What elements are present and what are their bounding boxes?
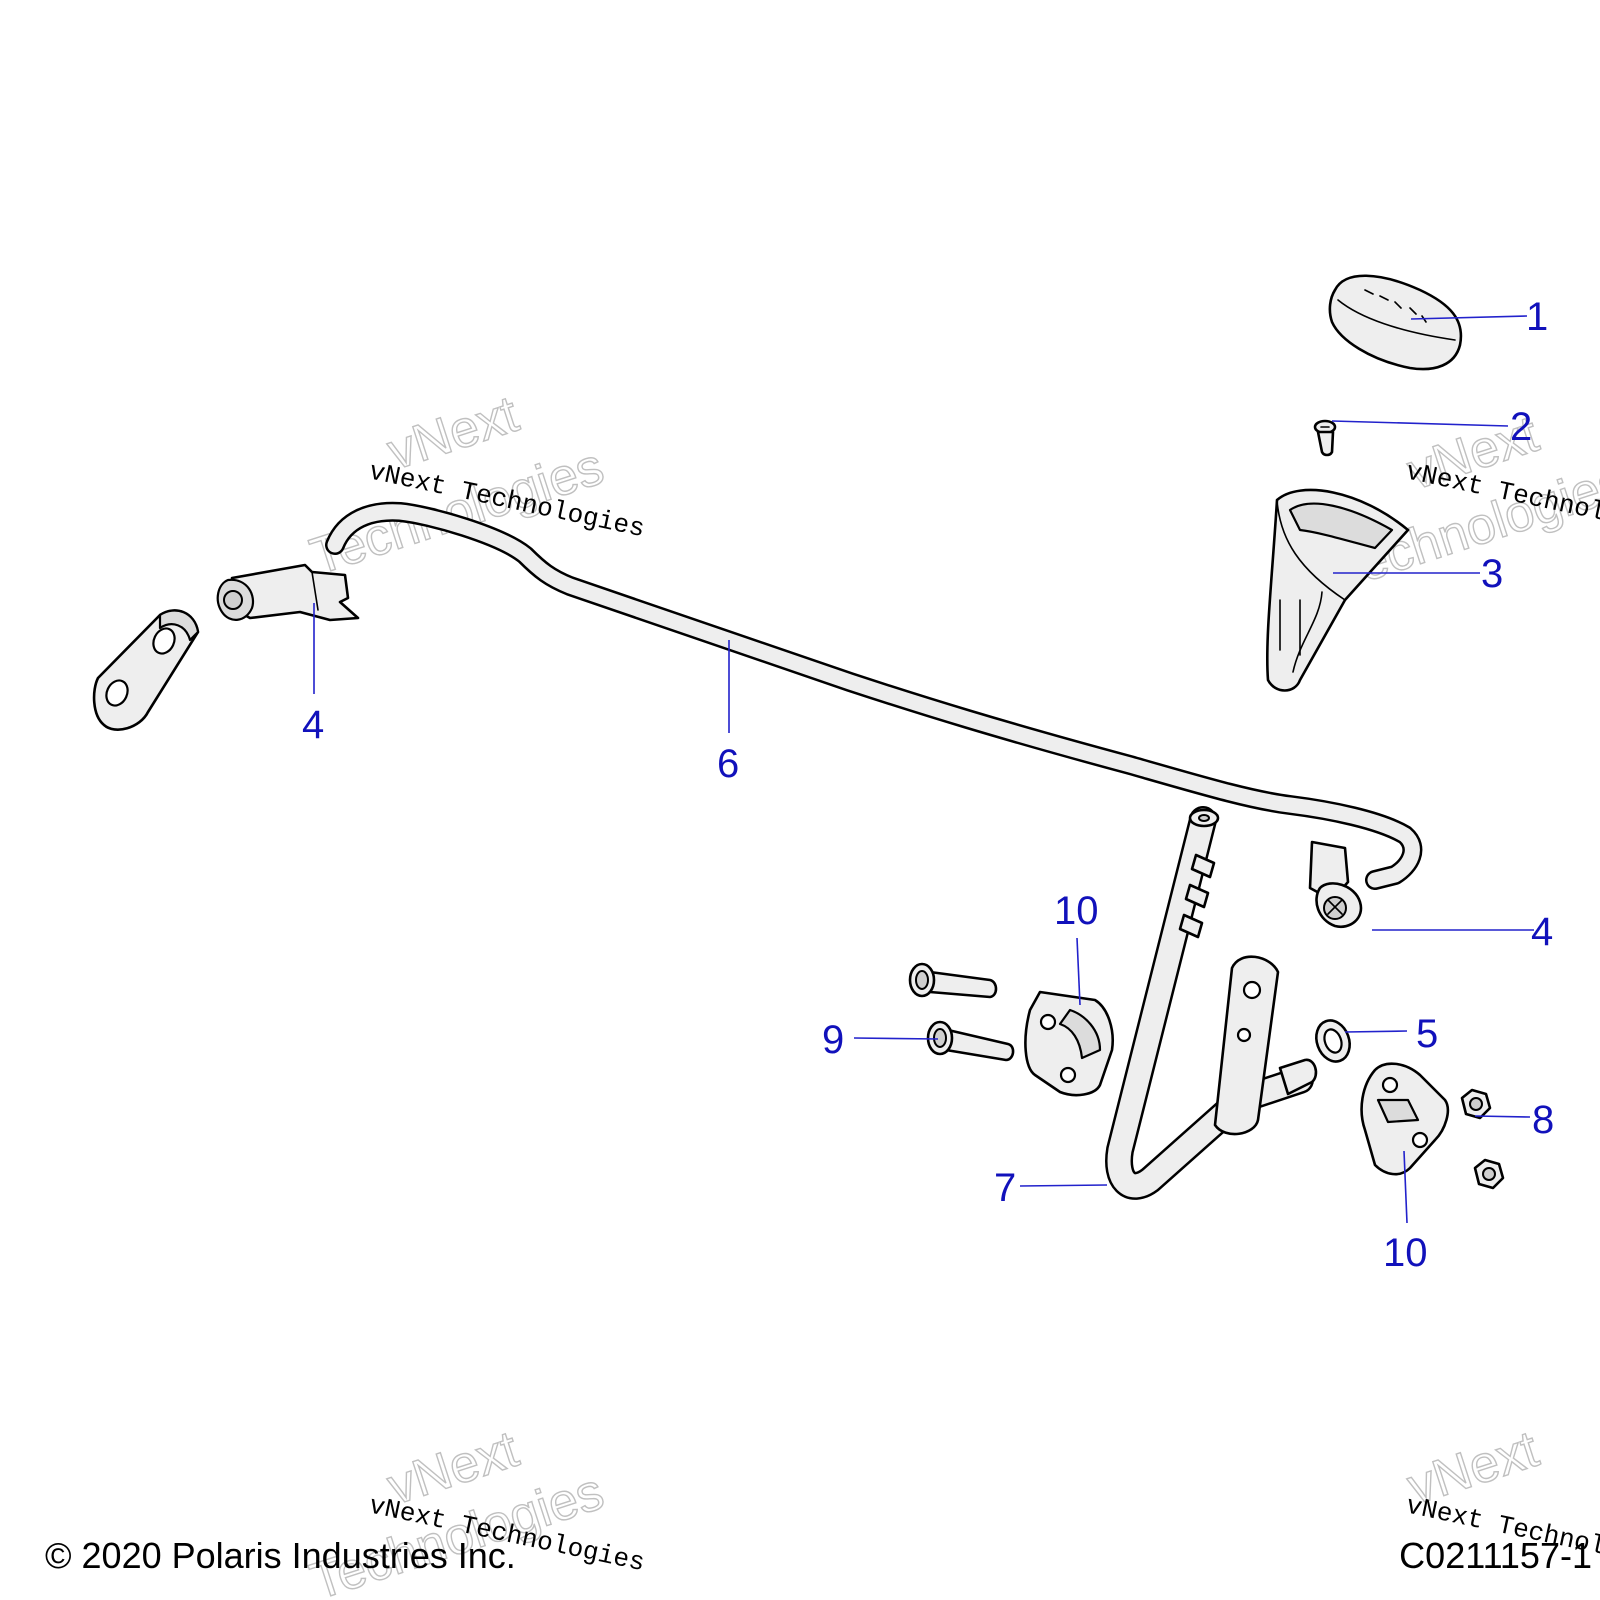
callout-6: 6 <box>717 742 739 786</box>
leader-2 <box>1331 420 1509 427</box>
leader-1 <box>1410 315 1528 320</box>
leader-5 <box>1344 1030 1408 1033</box>
bolt-upper <box>908 962 998 999</box>
part-shift-knob-cap <box>1328 274 1463 371</box>
part-shift-lever <box>1105 806 1318 1200</box>
callout-9: 9 <box>822 1018 844 1062</box>
callout-2: 2 <box>1510 405 1532 449</box>
callout-7: 7 <box>994 1166 1016 1210</box>
part-washer <box>1315 1019 1351 1063</box>
part-nuts <box>1460 1088 1505 1190</box>
part-shift-boot <box>1265 488 1410 692</box>
leader-lines <box>313 315 1534 1224</box>
nut-upper <box>1460 1088 1492 1120</box>
leader-10b <box>1403 1150 1408 1224</box>
copyright-notice: © 2020 Polaris Industries Inc. <box>45 1535 516 1576</box>
part-screw <box>1313 419 1337 457</box>
callout-5: 5 <box>1416 1012 1438 1056</box>
bolt-lower <box>926 1020 1015 1062</box>
part-bushing-block-lower <box>1360 1062 1450 1176</box>
part-spacer-plate <box>92 609 200 731</box>
part-bushing-block-upper <box>1024 990 1114 1097</box>
part-clevis-left <box>216 563 360 622</box>
callout-8: 8 <box>1532 1098 1554 1142</box>
part-bolts <box>908 962 1015 1062</box>
part-shift-rod <box>325 501 1423 890</box>
leader-10a <box>1076 937 1081 1006</box>
callout-4-left: 4 <box>302 703 324 747</box>
part-clevis-right <box>1308 840 1363 929</box>
nut-lower <box>1473 1158 1505 1190</box>
callout-10-lower: 10 <box>1383 1231 1428 1275</box>
watermark-top-left: vNext Technologies vNext Technologies <box>303 384 647 587</box>
callout-10-upper: 10 <box>1054 889 1099 933</box>
callout-1: 1 <box>1526 295 1548 339</box>
leader-9 <box>853 1037 939 1040</box>
leader-8 <box>1474 1115 1531 1118</box>
figure-id: C0211157-1 <box>1399 1535 1592 1576</box>
callout-4-right: 4 <box>1531 910 1553 954</box>
leader-7 <box>1019 1184 1108 1187</box>
callouts: 1 2 3 4 4 5 6 7 8 9 10 10 <box>302 295 1554 1275</box>
callout-3: 3 <box>1481 552 1503 596</box>
